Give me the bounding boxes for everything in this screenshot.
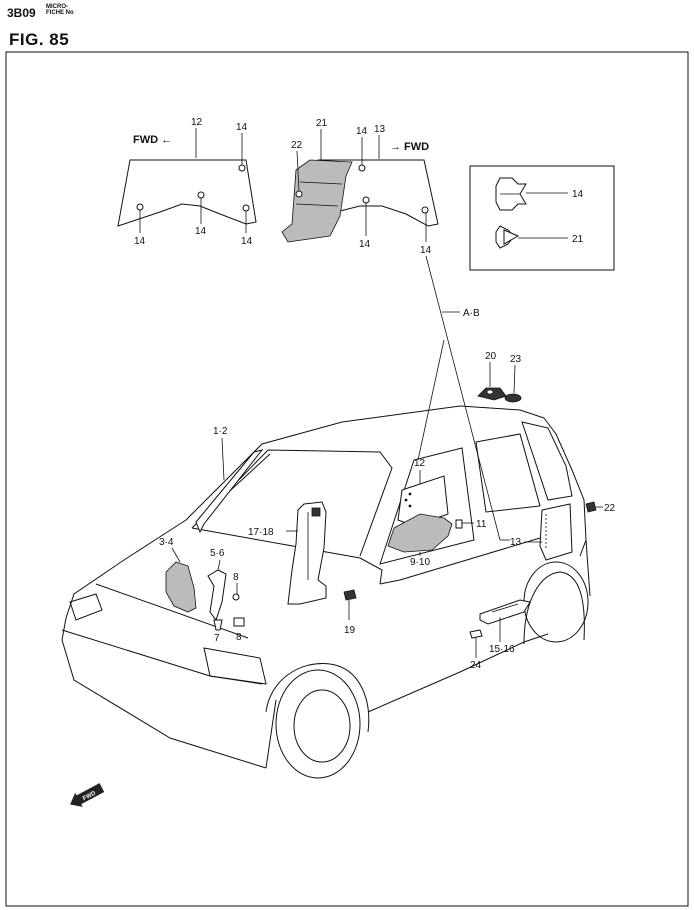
- callout-11: 11: [476, 519, 487, 530]
- callout-9-10: 9·10: [410, 557, 430, 568]
- figure-title: FIG. 85: [9, 30, 70, 49]
- part-20: [477, 387, 507, 401]
- diagram-frame: [5, 51, 689, 907]
- rear-side-trim: [387, 513, 453, 553]
- callout-13: 13: [510, 537, 522, 548]
- cowl-side-trim: [165, 561, 197, 613]
- callout-20: 20: [485, 351, 497, 362]
- callout-15-16: 15·16: [489, 644, 515, 655]
- center-pillar-trim: [287, 501, 327, 605]
- back-panel-trim: [539, 503, 573, 561]
- sill-scuff-plate: [479, 599, 531, 625]
- clip-21: [495, 225, 520, 249]
- callout-21: 21: [316, 118, 328, 129]
- microfiche-caption: MICRO- FICHE No: [46, 4, 74, 16]
- screw-22: [585, 501, 597, 513]
- vehicle-body: [61, 405, 591, 779]
- inset-callout-21: 21: [572, 234, 584, 245]
- callout-12: 12: [191, 117, 203, 128]
- clip-11: [455, 519, 463, 529]
- roof-lining-left: [117, 159, 257, 227]
- inset-callout-14: 14: [572, 189, 584, 200]
- microfiche-code: 3B09: [7, 6, 36, 20]
- callout-3-4: 3·4: [159, 537, 174, 548]
- fwd-right-label: → FWD: [390, 141, 429, 153]
- callout-5-6: 5·6: [210, 548, 225, 559]
- callout-ab: A·B: [463, 308, 480, 319]
- callout-8: 8: [233, 572, 239, 583]
- callout-22: 22: [291, 140, 303, 151]
- clip-19: [343, 589, 357, 601]
- callout-17-18: 17·18: [248, 527, 274, 538]
- callout-14: 14: [236, 122, 248, 133]
- screw-8: [233, 617, 245, 627]
- callout-14: 14: [359, 239, 371, 250]
- callout-19: 19: [344, 625, 356, 636]
- microfiche-caption-line2: FICHE No: [46, 10, 74, 16]
- clip-14: [495, 177, 527, 211]
- callout-14: 14: [241, 236, 253, 247]
- callout-23: 23: [510, 354, 522, 365]
- callout-7: 7: [214, 633, 220, 644]
- microfiche-caption-line1: MICRO-: [46, 4, 68, 10]
- part-24: [469, 629, 483, 639]
- callout-13: 13: [374, 124, 386, 135]
- screw-7: [213, 619, 223, 631]
- fastener-inset: [469, 165, 615, 271]
- callout-14: 14: [420, 245, 432, 256]
- part-23: [504, 393, 522, 403]
- a-pillar-garnish: [195, 449, 264, 534]
- callout-1-2: 1·2: [213, 426, 228, 437]
- quarter-trim-21: [281, 159, 353, 243]
- callout-8: 8: [236, 632, 242, 643]
- callout-24: 24: [470, 660, 482, 671]
- callout-12: 12: [414, 458, 426, 469]
- callout-14: 14: [134, 236, 146, 247]
- fwd-left-label: FWD ←: [133, 134, 172, 146]
- kick-bracket: [207, 569, 227, 622]
- callout-14: 14: [195, 226, 207, 237]
- callout-22: 22: [604, 503, 616, 514]
- fwd-arrow-badge: FWD: [70, 783, 105, 807]
- callout-14: 14: [356, 126, 368, 137]
